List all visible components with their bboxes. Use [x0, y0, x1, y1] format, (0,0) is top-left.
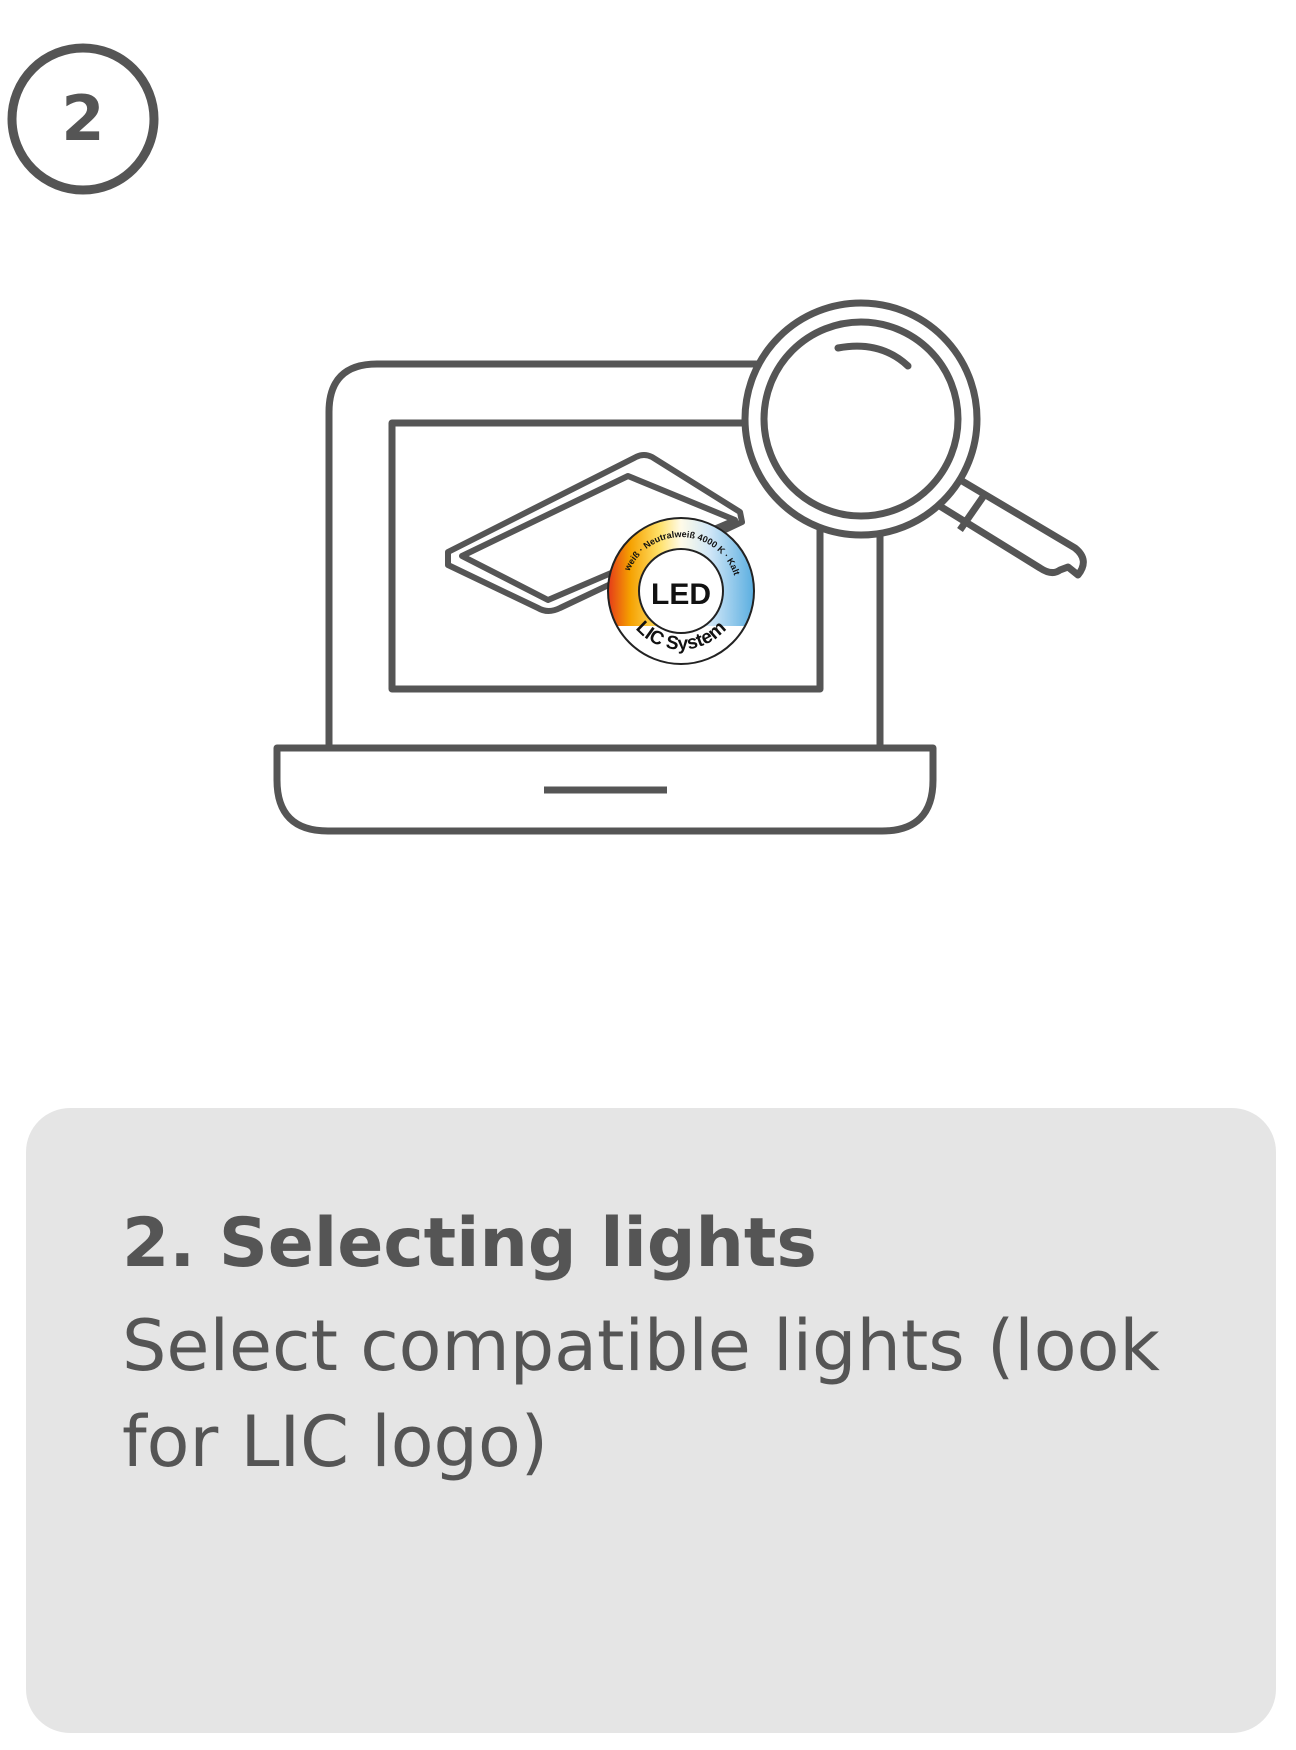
laptop-icon: [273, 360, 937, 835]
step-card: 2. Selecting lights Select compatible li…: [26, 1108, 1276, 1733]
step-title: 2. Selecting lights: [122, 1204, 817, 1283]
step-circle: [7, 43, 159, 195]
step-number: 2: [61, 82, 105, 155]
magnifier-icon: [741, 299, 1087, 579]
light-panel-icon: [445, 452, 745, 614]
step-description: Select compatible lights (look for LIC l…: [122, 1305, 1160, 1483]
svg-text:LED: LED: [651, 578, 711, 611]
